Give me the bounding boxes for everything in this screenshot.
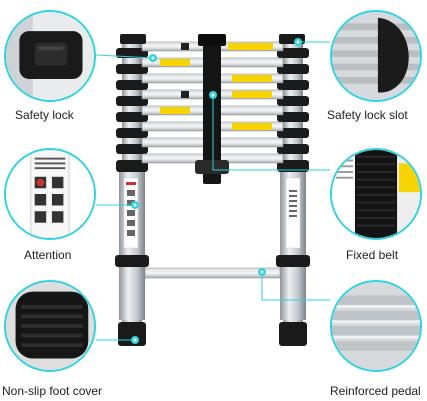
- safety-lock-caption: Safety lock: [15, 108, 74, 122]
- attention-detail: [4, 148, 96, 240]
- non-slip-foot-cover-caption: Non-slip foot cover: [2, 384, 103, 398]
- reinforced-pedal-detail: [330, 280, 422, 372]
- safety-lock-slot-detail: [330, 10, 422, 102]
- non-slip-foot-cover-detail: [4, 280, 96, 372]
- safety-lock-detail: [4, 10, 96, 102]
- fixed-belt-detail: [330, 148, 422, 240]
- fixed-belt-caption: Fixed belt: [346, 248, 399, 262]
- attention-caption: Attention: [24, 248, 72, 262]
- safety-lock-slot-caption: Safety lock slot: [327, 108, 408, 122]
- reinforced-pedal-caption: Reinforced pedal: [330, 384, 421, 398]
